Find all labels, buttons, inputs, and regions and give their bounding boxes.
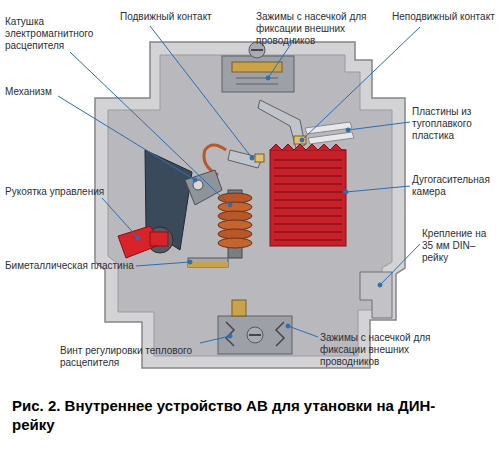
callout-label: Пластины из тугоплавкого пластика <box>412 106 496 142</box>
illustration-part <box>300 138 304 142</box>
callout-label: Зажимы с насечкой для фиксации внешних п… <box>320 332 470 368</box>
breaker-housing <box>95 42 405 368</box>
illustration-part <box>344 190 348 194</box>
callout-label: Катушка электромагнитного расцепителя <box>5 16 105 52</box>
illustration-part <box>228 203 232 207</box>
illustration-part <box>249 334 261 336</box>
leader-lines <box>58 26 420 343</box>
callout-label: Рукоятка управления <box>5 186 105 198</box>
arc-chute <box>270 144 346 246</box>
illustration-part <box>188 262 228 267</box>
callout-label: Винт регулировки теплового расцепителя <box>60 345 200 369</box>
illustration-part <box>218 316 292 354</box>
bottom-terminal <box>218 300 292 354</box>
refractory-plates <box>305 122 354 144</box>
illustration-part <box>346 128 350 132</box>
bimetal-strip <box>188 258 228 267</box>
control-handle <box>118 226 173 258</box>
illustration-part <box>188 258 228 267</box>
illustration-part <box>70 52 230 205</box>
illustration-part <box>274 160 342 240</box>
illustration-part <box>145 150 192 250</box>
illustration-part <box>380 244 420 285</box>
illustration-part <box>150 232 168 246</box>
illustration-part <box>302 27 420 140</box>
illustration-part <box>236 78 278 84</box>
illustration-part <box>308 132 354 144</box>
callout-label: Зажимы с насечкой для фиксации внешних п… <box>256 11 388 47</box>
callout-label: Механизм <box>5 86 85 98</box>
illustration-part <box>232 62 282 72</box>
top-terminal <box>222 42 294 92</box>
illustration-part <box>250 156 254 160</box>
illustration-part <box>258 100 305 148</box>
illustration-part <box>270 144 346 150</box>
illustration-part <box>294 136 306 144</box>
illustration-part <box>228 334 232 338</box>
coil <box>204 145 252 258</box>
illustration-part <box>270 150 346 246</box>
illustration-part <box>185 170 222 205</box>
illustration-part <box>136 262 190 266</box>
illustration-part <box>58 96 195 180</box>
mechanism <box>145 150 222 250</box>
illustration-part <box>108 55 392 356</box>
illustration-part <box>200 336 230 343</box>
illustration-part <box>286 324 290 328</box>
illustration-part <box>378 283 382 287</box>
callout-label: Крепление на 35 мм DIN–рейку <box>422 228 496 264</box>
callout-label: Подвижный контакт <box>120 11 230 23</box>
illustration-part <box>150 26 252 158</box>
callout-label: Дугогасительная камера <box>412 174 496 198</box>
din-clip <box>360 272 392 318</box>
illustration-part <box>305 122 352 134</box>
callout-label: Биметаллическая пластина <box>5 260 137 272</box>
illustration-part <box>255 154 264 162</box>
callout-label: Неподвижный контакт <box>392 11 496 23</box>
illustration-part <box>348 122 410 130</box>
illustration-part <box>222 56 294 92</box>
illustration-part <box>266 76 270 80</box>
illustration-part <box>193 178 197 182</box>
illustration-part <box>288 326 318 337</box>
illustration-part <box>95 42 405 368</box>
illustration-part <box>136 236 140 240</box>
illustration-part <box>251 49 263 51</box>
illustration-part <box>188 260 192 264</box>
illustration-part <box>346 186 410 192</box>
illustration-part <box>218 238 252 248</box>
illustration-part <box>232 300 246 316</box>
illustration-part <box>360 272 392 318</box>
illustration-part <box>102 198 138 238</box>
illustration-part <box>226 322 284 346</box>
illustration-part <box>247 327 263 343</box>
figure-caption: Рис. 2. Внутреннее устройство АВ для ута… <box>12 396 452 434</box>
